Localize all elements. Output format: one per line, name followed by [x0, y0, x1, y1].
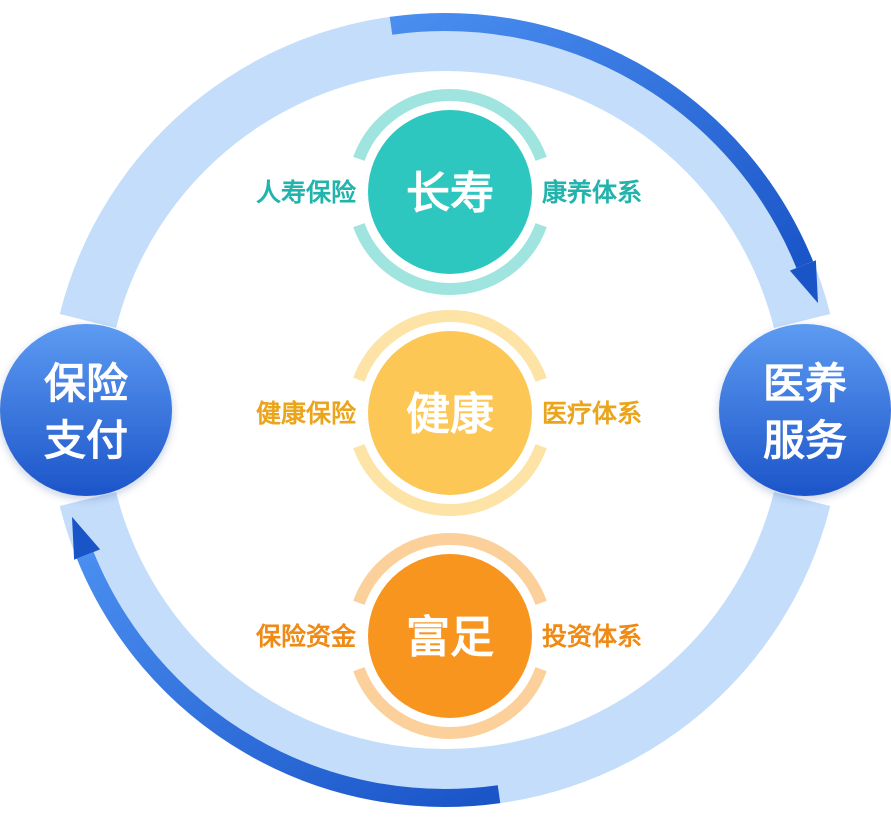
center-node-wealth: 富足 保险资金 投资体系 [255, 533, 642, 739]
ring-arrow-right-icon [789, 260, 818, 304]
side-circle-right-line2: 服务 [763, 416, 847, 465]
node-wealth-right-tag: 投资体系 [542, 622, 642, 651]
center-node-longevity: 长寿 人寿保险 康养体系 [256, 89, 642, 295]
node-longevity-right-tag: 康养体系 [542, 178, 642, 207]
node-health-left-tag: 健康保险 [256, 399, 357, 428]
side-circle-left-line1: 保险 [44, 359, 129, 408]
node-longevity-top-arc [353, 89, 547, 161]
side-circle-right [719, 324, 891, 496]
side-circle-insurance-payment [0, 324, 172, 496]
node-longevity-circle [368, 110, 532, 274]
node-longevity-label: 长寿 [406, 168, 494, 219]
side-circle-medical-care [719, 324, 891, 496]
ring-bottom-accent [76, 551, 501, 807]
node-health-top-arc [353, 310, 547, 382]
center-nodes: 长寿 人寿保险 康养体系 健康 健康保险 医疗体系 富足 保险资金 投资体系 [255, 89, 642, 739]
ring-arrow-left-icon [72, 516, 101, 560]
ring-top-arc [59, 12, 831, 329]
ring-top-accent [389, 13, 814, 269]
center-node-health: 健康 健康保险 医疗体系 [256, 310, 642, 516]
side-circle-right-line1: 医养 [763, 359, 847, 408]
side-circle-left-line2: 支付 [44, 416, 128, 465]
node-health-label: 健康 [406, 389, 494, 440]
node-health-bottom-arc [353, 444, 547, 516]
node-wealth-left-tag: 保险资金 [255, 622, 357, 651]
node-wealth-label: 富足 [406, 612, 494, 663]
outer-cycle-ring [59, 12, 831, 808]
node-longevity-bottom-arc [353, 223, 547, 295]
side-circle-left [0, 324, 172, 496]
node-wealth-top-arc [353, 533, 547, 605]
ring-bottom-arc [59, 491, 831, 808]
node-health-right-tag: 医疗体系 [542, 399, 642, 428]
node-wealth-circle [368, 554, 532, 718]
node-longevity-left-tag: 人寿保险 [256, 178, 357, 207]
node-health-circle [368, 331, 532, 495]
node-wealth-bottom-arc [353, 667, 547, 739]
